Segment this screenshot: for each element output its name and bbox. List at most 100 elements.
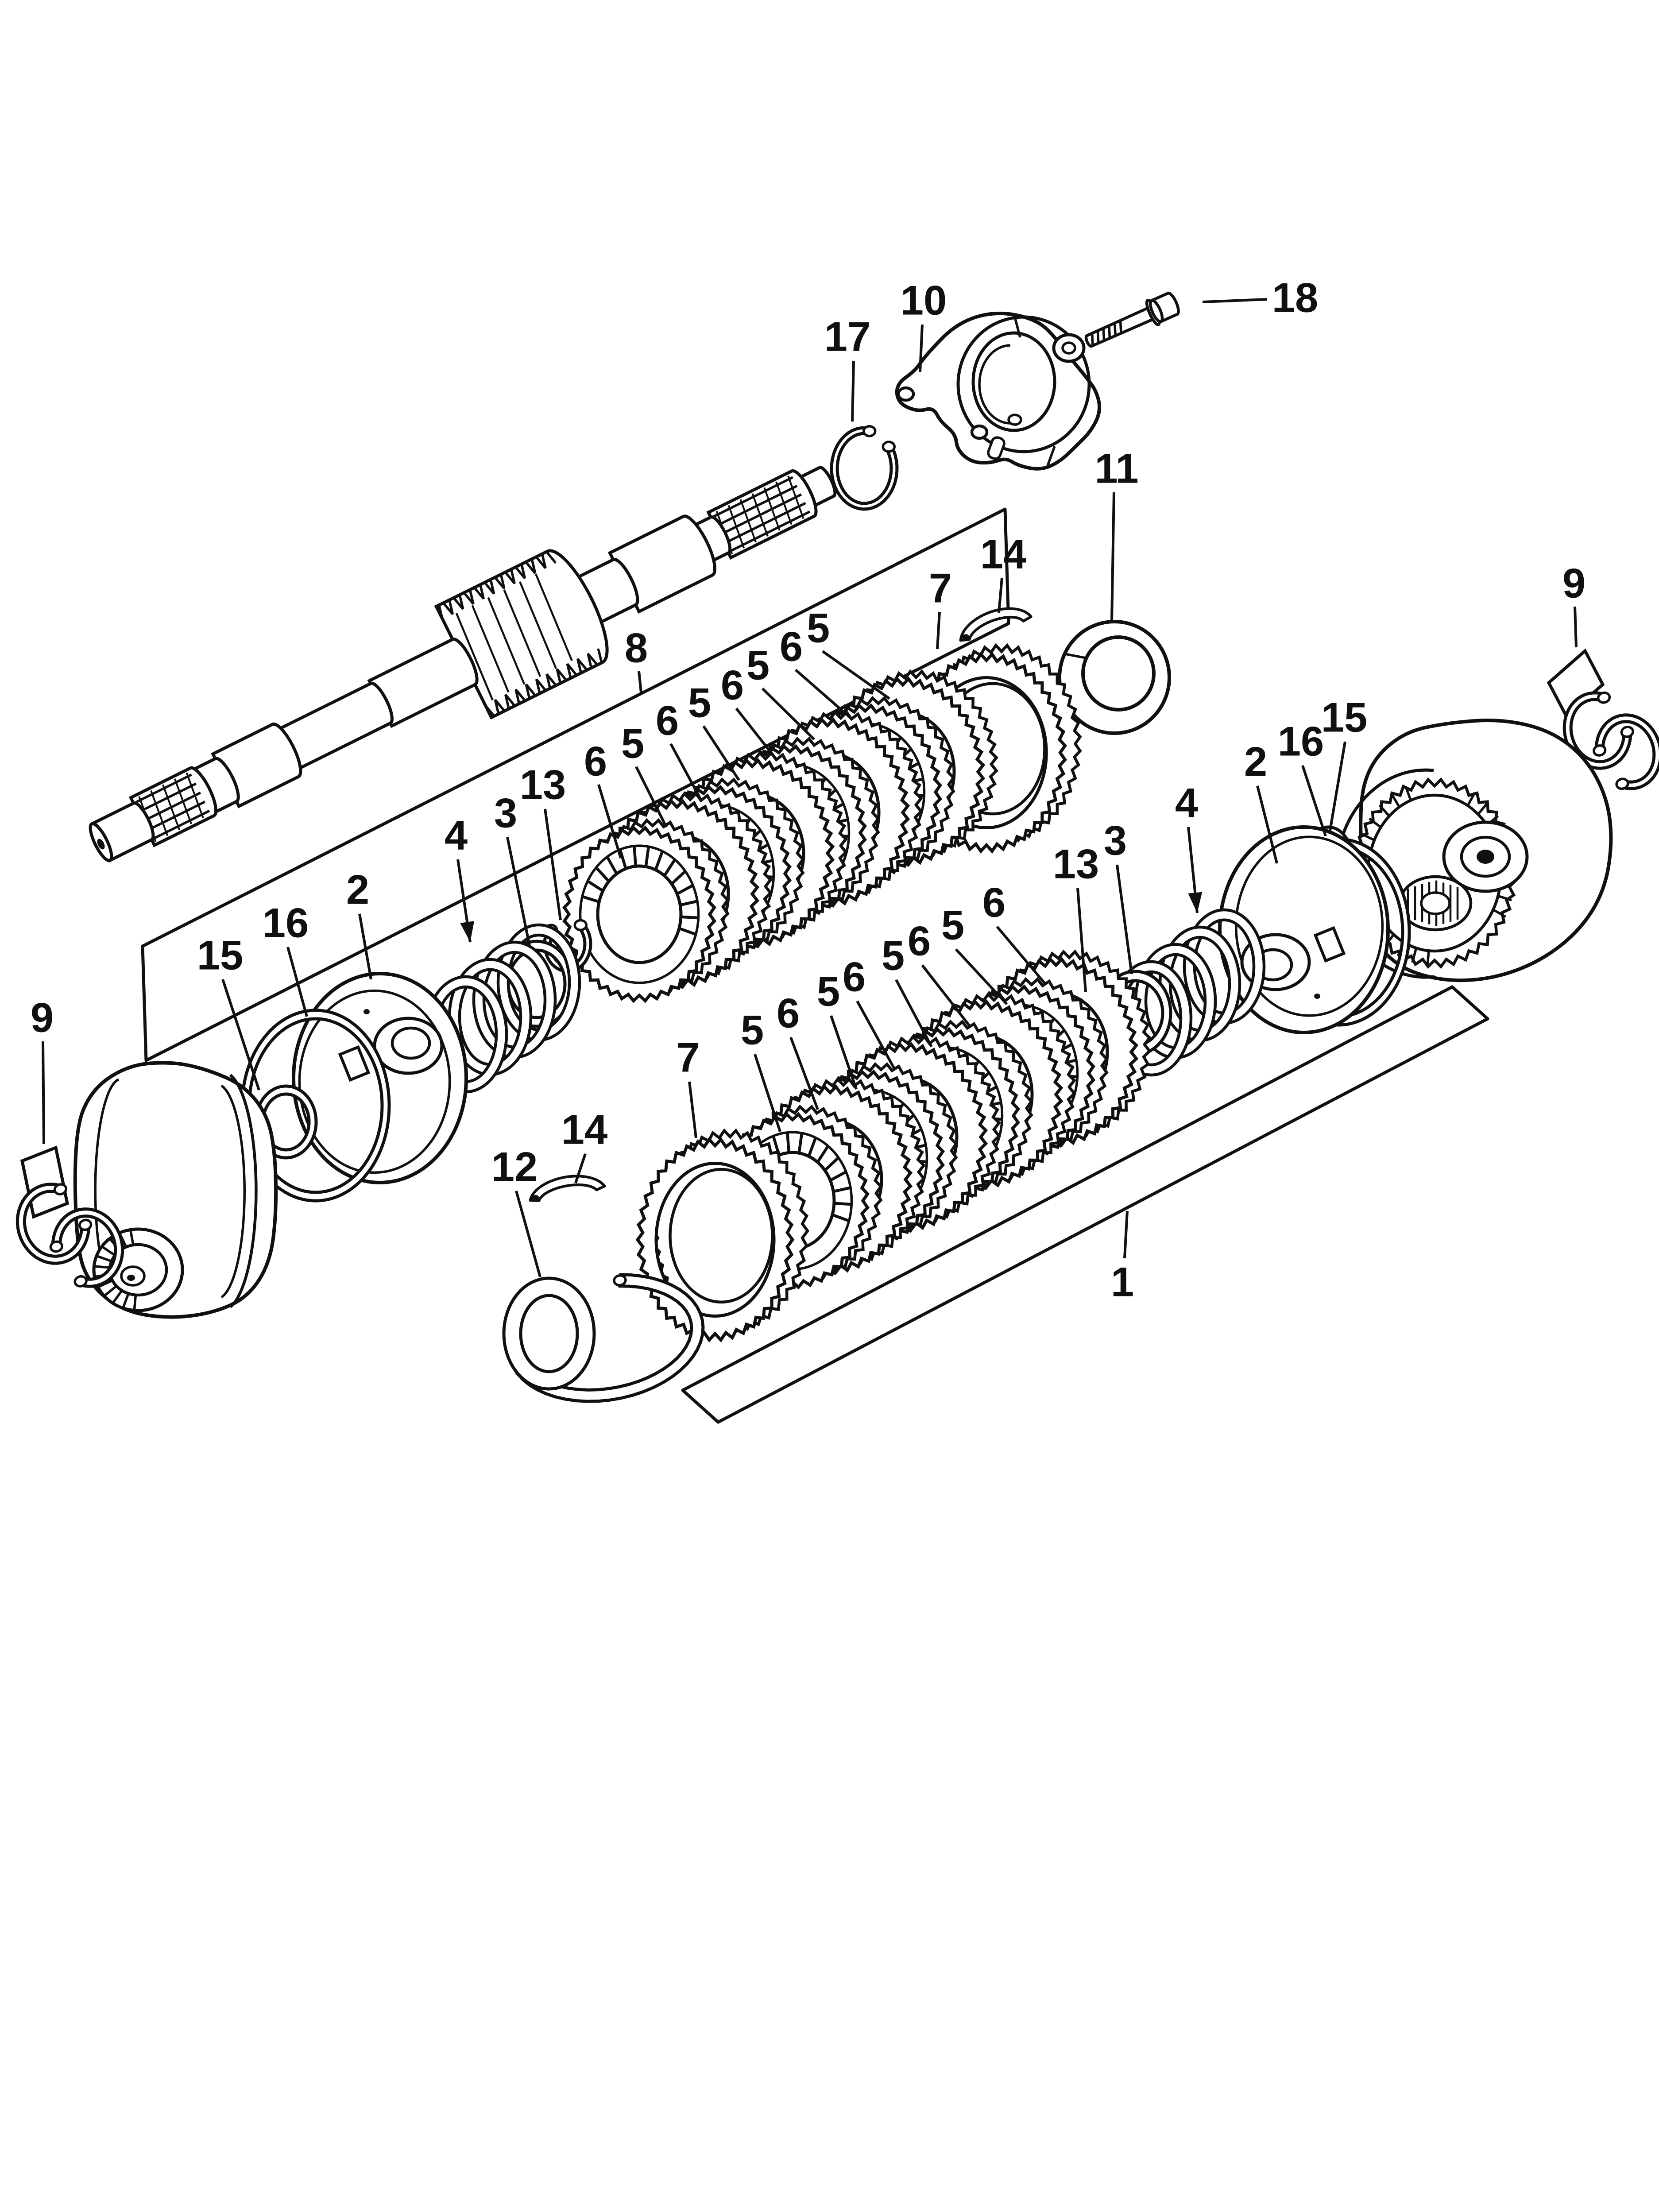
callout-label-6: 6: [777, 990, 800, 1036]
clutch-drum-left: [73, 1061, 278, 1319]
clutch-spring-4-upper: [423, 923, 581, 1094]
callout-label-8: 8: [625, 625, 648, 671]
leader-line: [761, 687, 816, 741]
callout-label-14: 14: [980, 531, 1027, 577]
leader-line: [544, 808, 562, 920]
callout-label-5: 5: [817, 968, 840, 1015]
leader-line: [1301, 765, 1327, 836]
callout-label-6: 6: [843, 954, 866, 1000]
callout-label-4: 4: [1175, 780, 1198, 826]
leader-line: [688, 1081, 697, 1138]
leader-line: [1574, 606, 1578, 648]
snap-ring-9-tag-right: [1547, 648, 1605, 719]
leader-line: [635, 766, 668, 828]
callout-label-2: 2: [346, 866, 369, 913]
callout-label-2: 2: [1244, 739, 1267, 785]
large-snap-ring-12-end: [502, 1276, 596, 1391]
assembly-box-8: [141, 507, 1010, 1062]
leader-line: [1116, 864, 1133, 975]
callout-label-1: 1: [1111, 1259, 1134, 1305]
leader-line: [574, 1153, 587, 1183]
seal-ring-16-left: [240, 1009, 391, 1203]
callout-label-5: 5: [688, 680, 711, 726]
leader-line: [1076, 888, 1087, 992]
leader-arrowhead: [1188, 892, 1203, 913]
band-strut-14-lower: [529, 1175, 606, 1202]
leader-line: [822, 650, 890, 700]
callout-label-11: 11: [1094, 445, 1138, 492]
leader-line: [830, 1015, 858, 1090]
assembly-box-1: [681, 985, 1489, 1424]
thrust-washer-11: [1057, 620, 1172, 735]
leader-line: [1202, 298, 1268, 303]
snap-ring-9-left-a: [15, 1183, 93, 1265]
leader-line: [795, 669, 853, 720]
leader-line: [506, 837, 531, 946]
callout-label-18: 18: [1272, 275, 1319, 321]
callout-label-5: 5: [746, 642, 770, 688]
leader-line: [895, 979, 933, 1048]
callout-label-6: 6: [584, 738, 607, 785]
callout-label-16: 16: [263, 900, 309, 946]
callout-label-16: 16: [1278, 718, 1324, 765]
leader-line: [597, 784, 622, 859]
band-strut-14-upper: [959, 607, 1033, 642]
callout-label-4: 4: [445, 812, 468, 859]
callout-label-6: 6: [908, 918, 931, 964]
snap-ring-9-right-a: [1562, 691, 1634, 770]
callout-label-6: 6: [982, 879, 1005, 926]
callout-label-15: 15: [197, 932, 244, 978]
leader-line: [735, 708, 778, 761]
leader-line: [286, 947, 308, 1017]
leader-line: [702, 725, 740, 781]
bolt-18: [1084, 291, 1180, 348]
leader-line: [515, 1191, 541, 1277]
callout-label-3: 3: [494, 790, 517, 836]
callout-label-13: 13: [1053, 841, 1099, 887]
leader-line: [789, 1036, 819, 1110]
leader-line: [921, 964, 971, 1026]
leader-line: [919, 324, 924, 372]
leader-line: [669, 743, 703, 801]
leader-line: [1256, 785, 1278, 864]
leader-line: [221, 979, 260, 1091]
callout-label-13: 13: [520, 762, 566, 808]
leader-line: [1110, 492, 1115, 621]
leader-line: [42, 1041, 45, 1145]
leader-line: [955, 948, 1008, 1005]
callout-label-5: 5: [941, 902, 964, 948]
callout-label-12: 12: [491, 1144, 538, 1190]
callout-label-5: 5: [882, 932, 905, 979]
callout-label-3: 3: [1104, 817, 1127, 864]
callout-label-5: 5: [621, 720, 644, 767]
callout-label-17: 17: [824, 313, 871, 360]
callout-label-9: 9: [1562, 560, 1586, 607]
leader-line: [1123, 1210, 1129, 1259]
callout-label-7: 7: [929, 565, 952, 611]
callout-label-6: 6: [656, 697, 679, 744]
servo-bracket-10: [895, 311, 1102, 471]
callout-label-6: 6: [721, 662, 744, 708]
snap-ring-9-right-b: [1593, 713, 1659, 790]
snap-ring-9-left-b: [49, 1207, 124, 1288]
leader-line: [851, 360, 855, 422]
leader-line: [638, 671, 642, 693]
leader-line: [754, 1054, 781, 1132]
callout-label-5: 5: [741, 1007, 764, 1053]
leader-line: [1329, 741, 1346, 831]
callout-label-14: 14: [561, 1106, 608, 1153]
leader-line: [936, 611, 941, 650]
snap-ring-17: [830, 425, 899, 511]
callout-label-5: 5: [807, 605, 830, 651]
callout-label-9: 9: [31, 994, 54, 1041]
leader-line: [358, 913, 372, 980]
callout-label-7: 7: [677, 1034, 700, 1081]
leader-line: [996, 926, 1046, 984]
mainshaft: [89, 466, 837, 862]
callout-label-10: 10: [901, 277, 947, 324]
leader-arrowhead: [460, 921, 475, 942]
callout-label-15: 15: [1321, 694, 1368, 741]
